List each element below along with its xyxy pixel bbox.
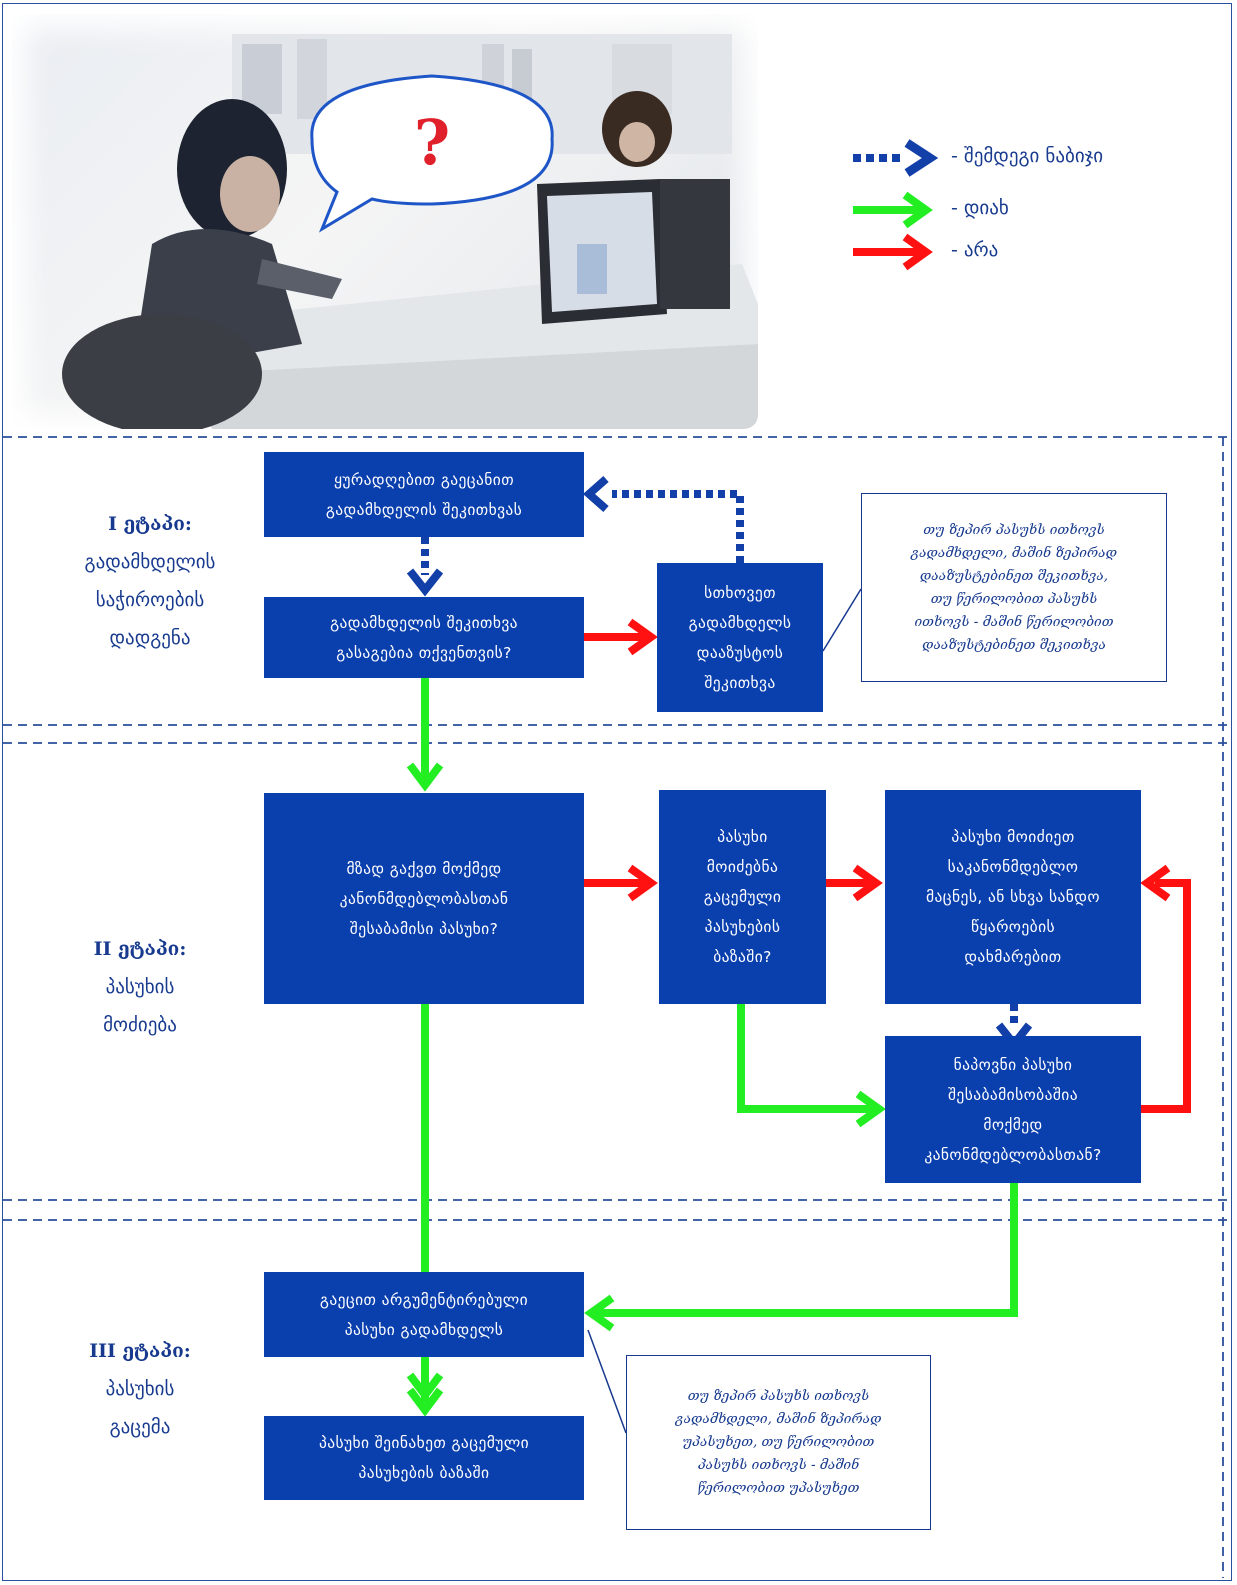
legend-no-label: - არა xyxy=(951,239,999,261)
arrow-next-clarify-to-listen xyxy=(582,476,744,563)
note-connector-clarify xyxy=(822,588,862,652)
arrow-no-found-to-search xyxy=(826,864,883,902)
stage-2-label: II ეტაპი: პასუხის მოძიება xyxy=(45,930,235,1044)
arrow-next-give-to-save xyxy=(406,1357,444,1417)
arrow-next-listen-to-understood xyxy=(406,537,444,597)
arrow-no-matches-to-search xyxy=(1140,864,1191,1113)
box-found-in-database: პასუხი მოიძებნა გაცემული პასუხების ბაზაშ… xyxy=(659,790,826,1004)
legend-arrows xyxy=(853,139,939,271)
office-photo: ? xyxy=(12,14,758,429)
question-mark-icon: ? xyxy=(414,106,450,179)
legend-yes-label: - დიახ xyxy=(951,197,1009,219)
box-search-sources: პასუხი მოიძიეთ საკანონმდებლო მაცნეს, ან … xyxy=(885,790,1141,1004)
stage-1-subtitle: გადამხდელის საჭიროების დადგენა xyxy=(84,551,216,649)
stage-2-title: II ეტაპი: xyxy=(93,938,187,960)
stage-2-subtitle: პასუხის მოძიება xyxy=(103,976,177,1036)
dotted-blue-arrow-icon xyxy=(853,139,939,177)
box-save-answer: პასუხი შეინახეთ გაცემული პასუხების ბაზაშ… xyxy=(264,1416,584,1500)
stage-3-subtitle: პასუხის გაცემა xyxy=(105,1378,175,1438)
arrow-yes-matches-to-give xyxy=(584,1183,1018,1332)
box-matches-legislation: ნაპოვნი პასუხი შესაბამისობაშია მოქმედ კა… xyxy=(885,1036,1141,1183)
note-connector-answer xyxy=(587,1329,627,1434)
note-answer-oral-or-written: თუ ზეპირ პასუხს ითხოვს გადამხდელი, მაშინ… xyxy=(626,1355,931,1530)
box-give-answer: გაეცით არგუმენტირებული პასუხი გადამხდელს xyxy=(264,1272,584,1357)
box-ask-clarify: სთხოვეთ გადამხდელს დააზუსტოს შეკითხვა xyxy=(657,563,823,712)
stage-1-title: I ეტაპი: xyxy=(108,513,192,535)
stage-1-label: I ეტაპი: გადამხდელის საჭიროების დადგენა xyxy=(55,505,245,657)
red-arrow-icon xyxy=(853,233,933,271)
note-clarify-oral-or-written: თუ ზეპირ პასუხს ითხოვს გადამხდელი, მაშინ… xyxy=(861,493,1167,682)
green-arrow-icon xyxy=(853,191,933,229)
arrow-no-understood-to-clarify xyxy=(584,618,658,656)
page-frame xyxy=(2,3,1232,1581)
stage-3-label: III ეტაპი: პასუხის გაცემა xyxy=(45,1332,235,1446)
arrow-no-ready-to-found xyxy=(584,864,658,902)
box-listen-question: ყურადღებით გაეცანით გადამხდელის შეკითხვა… xyxy=(264,452,584,537)
stage-3-title: III ეტაპი: xyxy=(89,1340,191,1362)
legend-next-label: - შემდეგი ნაბიჯი xyxy=(951,145,1104,167)
box-ready-answer: მზად გაქვთ მოქმედ კანონმდებლობასთან შესა… xyxy=(264,793,584,1004)
arrow-yes-understood-to-ready xyxy=(406,678,444,792)
box-question-understood: გადამხდელის შეკითხვა გასაგებია თქვენთვის… xyxy=(264,597,584,678)
arrow-yes-found-to-matches xyxy=(737,1004,886,1128)
